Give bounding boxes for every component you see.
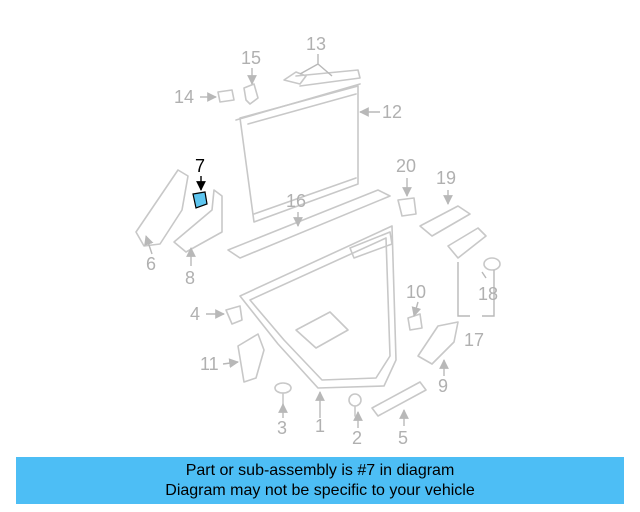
callout-19: 19 [436, 168, 456, 188]
callout-14: 14 [174, 87, 194, 107]
callout-labels: 1 2 3 4 5 6 7 8 9 10 11 12 13 14 15 16 1… [146, 34, 498, 448]
part-13-hooks [283, 69, 361, 87]
callout-9: 9 [438, 376, 448, 396]
callout-12: 12 [382, 102, 402, 122]
part-19-switch [419, 205, 471, 237]
part-17-handle [447, 227, 487, 259]
callout-13: 13 [306, 34, 326, 54]
banner-line-2: Diagram may not be specific to your vehi… [165, 481, 475, 499]
callout-17: 17 [464, 330, 484, 350]
part-14-block [217, 89, 235, 103]
part-4-clip [225, 305, 243, 325]
callout-1: 1 [315, 416, 325, 436]
part-11-bracket [237, 333, 265, 383]
callout-6: 6 [146, 254, 156, 274]
part-6-pillar-trim [135, 169, 189, 247]
part-2-screw [348, 393, 362, 417]
part-16-strip [227, 189, 391, 259]
part-7-highlighted [192, 191, 208, 209]
part-1-door-panel [239, 225, 397, 389]
callout-2: 2 [352, 428, 362, 448]
part-9-bezel [417, 321, 459, 365]
callout-20: 20 [396, 156, 416, 176]
callout-3: 3 [277, 418, 287, 438]
leader-lines [144, 54, 495, 428]
banner-line-1: Part or sub-assembly is #7 in diagram [185, 461, 455, 479]
part-3-fastener [274, 382, 292, 405]
part-12-sunshade [235, 83, 361, 223]
parts-diagram: 1 2 3 4 5 6 7 8 9 10 11 12 13 14 15 16 1… [135, 34, 501, 448]
callout-15: 15 [241, 48, 261, 68]
callout-4: 4 [190, 304, 200, 324]
callout-5: 5 [398, 428, 408, 448]
callout-7: 7 [195, 156, 205, 176]
info-banner: Part or sub-assembly is #7 in diagram Di… [16, 457, 624, 504]
callout-11: 11 [200, 354, 219, 374]
callout-18: 18 [478, 284, 498, 304]
part-10-clip [407, 313, 423, 331]
part-18-cap [483, 257, 501, 271]
part-5-strip [371, 381, 427, 417]
part-15-clip [243, 83, 259, 105]
callout-10: 10 [406, 282, 426, 302]
callout-16: 16 [286, 191, 306, 211]
part-8-trim [173, 189, 223, 253]
part-20-clip [397, 197, 417, 217]
callout-8: 8 [185, 268, 195, 288]
